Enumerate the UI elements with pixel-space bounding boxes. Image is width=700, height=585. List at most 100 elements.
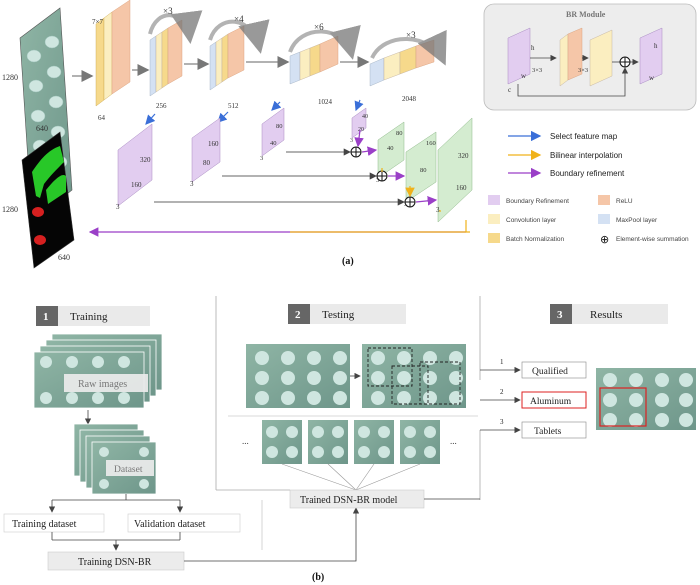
patch-row <box>262 420 440 464</box>
legend-br: Boundary Refinement <box>506 198 569 205</box>
result-image <box>596 368 696 430</box>
result-aluminum-label: Aluminum <box>530 397 572 407</box>
result-tablets-box <box>521 421 587 439</box>
channel-label-3: 512 <box>228 102 239 110</box>
input-width-label: 640 <box>36 124 48 133</box>
section-1-title: Training <box>70 311 108 323</box>
decoder-4-c: 3 <box>350 138 353 144</box>
result-2-number: 2 <box>500 388 504 396</box>
encoder-stage-2 <box>149 19 183 97</box>
upsample-1-h: 80 <box>396 130 403 137</box>
legend-sum-symbol: ⊕ <box>600 234 609 246</box>
legend-relu: ReLU <box>616 198 633 205</box>
decoder-3-w: 40 <box>270 140 277 147</box>
swatch-maxpool <box>598 214 610 224</box>
result-1-number: 1 <box>500 358 504 366</box>
decoder-block-1 <box>117 123 153 207</box>
upsample-1-c: 3 <box>376 177 379 184</box>
upsample-block-1 <box>377 121 405 179</box>
swatch-bn <box>488 233 500 243</box>
br-h-label-2: h <box>654 42 658 50</box>
test-image-input <box>246 344 350 408</box>
br-module-title: BR Module <box>566 10 606 19</box>
result-aluminum-box <box>521 391 587 409</box>
upsample-3-w: 160 <box>456 184 467 192</box>
repeat-label-2: ×4 <box>234 14 244 24</box>
legend-select: Select feature map <box>550 132 618 141</box>
training-dataset-box <box>3 513 105 533</box>
decoder-2-w: 80 <box>203 159 211 167</box>
br-module <box>483 3 697 111</box>
channel-label-2: 256 <box>156 102 167 110</box>
patch-ellipsis-right: ... <box>450 436 457 446</box>
upsample-block-3 <box>437 117 473 223</box>
channel-label-4: 1024 <box>318 98 333 106</box>
decoder-3-c: 3 <box>260 155 263 162</box>
swatch-relu <box>598 195 610 205</box>
result-3-number: 3 <box>500 418 504 426</box>
legend-conv: Convolution layer <box>506 217 557 224</box>
swatch-boundary-refinement <box>488 195 500 205</box>
section-2-number-box <box>288 304 310 324</box>
patch-ellipsis-left: ... <box>242 436 249 446</box>
dataset-label: Dataset <box>114 465 143 475</box>
repeat-label-1: ×3 <box>163 6 173 16</box>
decoder-4-h: 40 <box>362 114 368 120</box>
upsample-1-w: 40 <box>387 145 394 152</box>
test-image-detected <box>362 344 466 408</box>
decoder-1-c: 3 <box>116 203 120 211</box>
section-2-number: 2 <box>295 309 301 321</box>
result-qualified-box <box>521 361 587 379</box>
br-w-label-2: w <box>649 74 655 82</box>
channel-label-5: 2048 <box>402 95 417 103</box>
validation-dataset-label: Validation dataset <box>134 519 206 530</box>
first-kernel-label: 7×7 <box>92 18 103 26</box>
section-3-number-box <box>550 304 572 324</box>
legend-bilinear: Bilinear interpolation <box>550 151 623 160</box>
decoder-4-w: 20 <box>358 127 364 133</box>
repeat-label-4: ×3 <box>406 30 416 40</box>
sum-node-3 <box>404 196 416 208</box>
decoder-1-w: 160 <box>131 181 142 189</box>
raw-images-label-box <box>64 374 148 392</box>
section-2-title: Testing <box>322 309 355 321</box>
section-3-title-box <box>572 304 668 324</box>
decoder-block-3 <box>261 107 285 157</box>
decoder-3-h: 80 <box>276 123 283 130</box>
upsample-2-h: 160 <box>426 140 436 147</box>
section-3-title: Results <box>590 309 622 321</box>
result-aluminum-highlight <box>599 387 647 427</box>
legend-bn: Batch Normalization <box>506 236 565 243</box>
decoder-1-h: 320 <box>140 156 151 164</box>
br-h-label-1: h <box>531 44 535 52</box>
upsample-block-2 <box>405 131 437 203</box>
swatch-conv <box>488 214 500 224</box>
decoder-2-c: 3 <box>190 180 194 188</box>
decoder-block-4 <box>351 107 367 139</box>
encoder-stage-1 <box>95 0 131 107</box>
decoder-2-h: 160 <box>208 140 219 148</box>
upsample-2-w: 80 <box>420 167 427 174</box>
dataset-tablets <box>99 447 149 489</box>
trained-model-label: Trained DSN-BR model <box>300 495 398 506</box>
section-3-number: 3 <box>557 309 563 321</box>
legend-sum: Element-wise summation <box>616 236 689 243</box>
output-height-label: 1280 <box>2 205 18 214</box>
training-dataset-label: Training dataset <box>12 519 77 530</box>
output-width-label: 640 <box>58 253 70 262</box>
output-mask <box>21 131 75 269</box>
caption-a: (a) <box>342 256 354 267</box>
input-height-label: 1280 <box>2 73 18 82</box>
encoder-stage-3 <box>209 25 245 91</box>
section-2-title-box <box>310 304 406 324</box>
legend-maxpool: MaxPool layer <box>616 217 658 224</box>
raw-image-tablets <box>40 356 130 404</box>
br-kernel-2: 3×3 <box>578 67 588 74</box>
upsample-3-c: 3 <box>436 206 440 214</box>
br-c-label-1: c <box>508 86 511 94</box>
training-model-label: Training DSN-BR <box>78 557 152 568</box>
repeat-label-3: ×6 <box>314 22 324 32</box>
decoder-block-2 <box>191 117 221 183</box>
section-1-number: 1 <box>43 311 49 323</box>
